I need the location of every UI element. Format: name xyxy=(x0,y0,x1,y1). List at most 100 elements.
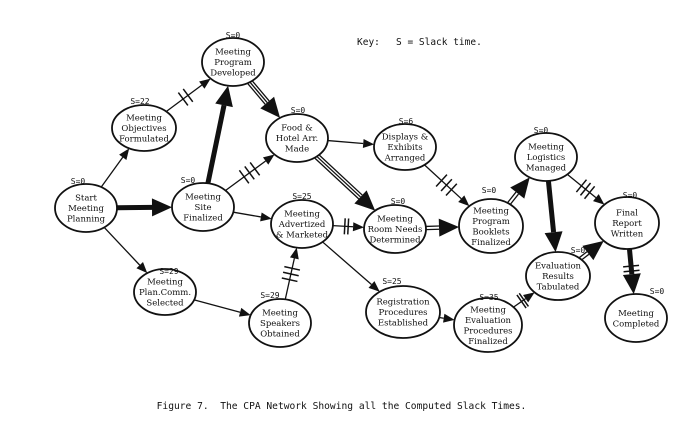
edge-room-to-booklets xyxy=(425,218,460,237)
node-label-line: Program xyxy=(214,58,252,68)
node-label-line: Advertized xyxy=(278,220,326,230)
node-label-line: Procedures xyxy=(378,308,427,318)
edge-line xyxy=(626,248,635,275)
slack-tick-mark xyxy=(177,92,189,106)
edge-logistics-to-evalresults xyxy=(544,180,563,253)
slack-label: S=6 xyxy=(399,117,414,126)
slack-label: S=25 xyxy=(292,192,311,201)
node-ellipse xyxy=(453,297,523,353)
slack-label: S=29 xyxy=(159,267,178,276)
node-label-line: Displays & xyxy=(382,133,429,143)
node-label-line: Meeting xyxy=(147,278,183,288)
arrowhead xyxy=(510,177,530,199)
edge-line xyxy=(251,80,270,102)
node-label-line: Meeting xyxy=(473,206,509,216)
edge-registration-to-evalproc xyxy=(439,313,455,323)
arrowhead xyxy=(238,307,251,317)
node-label-line: Made xyxy=(285,145,309,155)
slack-tick-mark xyxy=(347,218,350,235)
edge-line xyxy=(316,155,361,198)
node-label-line: Meeting xyxy=(126,114,162,124)
slack-label: S=0 xyxy=(291,106,306,115)
slack-tick-mark xyxy=(281,277,298,283)
node-label-line: & Marketed xyxy=(276,231,329,241)
slack-tick-mark xyxy=(244,165,255,180)
node-label-line: Planning xyxy=(67,215,106,225)
node-label-line: Logistics xyxy=(527,153,566,163)
node-ellipse xyxy=(54,183,118,233)
edge-line xyxy=(233,211,262,218)
arrowhead xyxy=(443,313,455,323)
slack-label: S=0 xyxy=(571,246,586,255)
arrowhead xyxy=(199,78,211,89)
node-label-line: Meeting xyxy=(68,204,104,214)
node-label-line: Start xyxy=(75,194,97,204)
node-ellipse xyxy=(201,37,265,87)
node-label-line: Hotel Arr. xyxy=(276,134,318,144)
arrowhead xyxy=(582,240,604,261)
node-label-line: Plan.Comm. xyxy=(139,288,191,298)
node-label-line: Managed xyxy=(526,164,567,174)
edge-food-to-room xyxy=(314,154,376,211)
node-label-line: Meeting xyxy=(470,305,506,315)
node-label-line: Meeting xyxy=(377,215,413,225)
node-label-line: Program xyxy=(472,217,510,227)
node-ellipse xyxy=(525,251,591,301)
node-ellipse xyxy=(373,123,437,171)
arrowhead xyxy=(119,148,130,160)
node-ellipse xyxy=(270,199,334,249)
arrowhead xyxy=(438,218,460,237)
edge-line xyxy=(327,139,364,145)
node-label-line: Developed xyxy=(210,69,256,79)
slack-tick-mark xyxy=(284,265,301,271)
node-label-line: Selected xyxy=(146,299,184,309)
node-label-line: Completed xyxy=(613,319,660,329)
slack-tick-mark xyxy=(575,179,588,193)
edge-line xyxy=(322,241,372,286)
slack-label: S=0 xyxy=(623,191,638,200)
slack-label: S=25 xyxy=(382,277,401,286)
node-label-line: Results xyxy=(542,272,574,282)
node-label-line: Obtained xyxy=(260,330,300,340)
slack-label: S=22 xyxy=(130,97,149,106)
slack-tick-mark xyxy=(516,294,527,309)
node-label-line: Finalized xyxy=(183,214,223,224)
edge-line xyxy=(580,253,590,261)
arrowhead xyxy=(622,273,641,295)
edge-line xyxy=(205,104,227,184)
edge-line xyxy=(424,164,462,200)
node-ellipse xyxy=(594,196,660,250)
edges-layer xyxy=(100,78,641,323)
arrowhead xyxy=(368,281,380,292)
edge-line xyxy=(578,251,588,259)
slack-label: S=0 xyxy=(181,176,196,185)
key-text: S = Slack time. xyxy=(396,37,482,48)
edge-advertized-to-room xyxy=(332,218,365,235)
arrowhead xyxy=(136,262,148,274)
arrowhead xyxy=(352,222,365,232)
arrowhead xyxy=(289,247,299,260)
node-label-line: Procedures xyxy=(463,326,512,336)
edge-displays-to-booklets xyxy=(424,164,470,207)
edge-line xyxy=(332,225,354,228)
node-label-line: Written xyxy=(611,230,644,240)
node-label-line: Finalized xyxy=(471,238,511,248)
slack-tick-mark xyxy=(282,271,299,277)
slack-label: S=29 xyxy=(260,291,279,300)
node-ellipse xyxy=(265,113,329,163)
edge-food-to-displays xyxy=(327,139,375,149)
edge-line xyxy=(509,193,520,205)
edge-objectives-to-program xyxy=(165,78,211,113)
slack-label: S=0 xyxy=(534,126,549,135)
node-label-line: Meeting xyxy=(528,143,564,153)
slack-label: S=35 xyxy=(479,293,498,302)
node-label-line: Evaluation xyxy=(535,262,582,272)
